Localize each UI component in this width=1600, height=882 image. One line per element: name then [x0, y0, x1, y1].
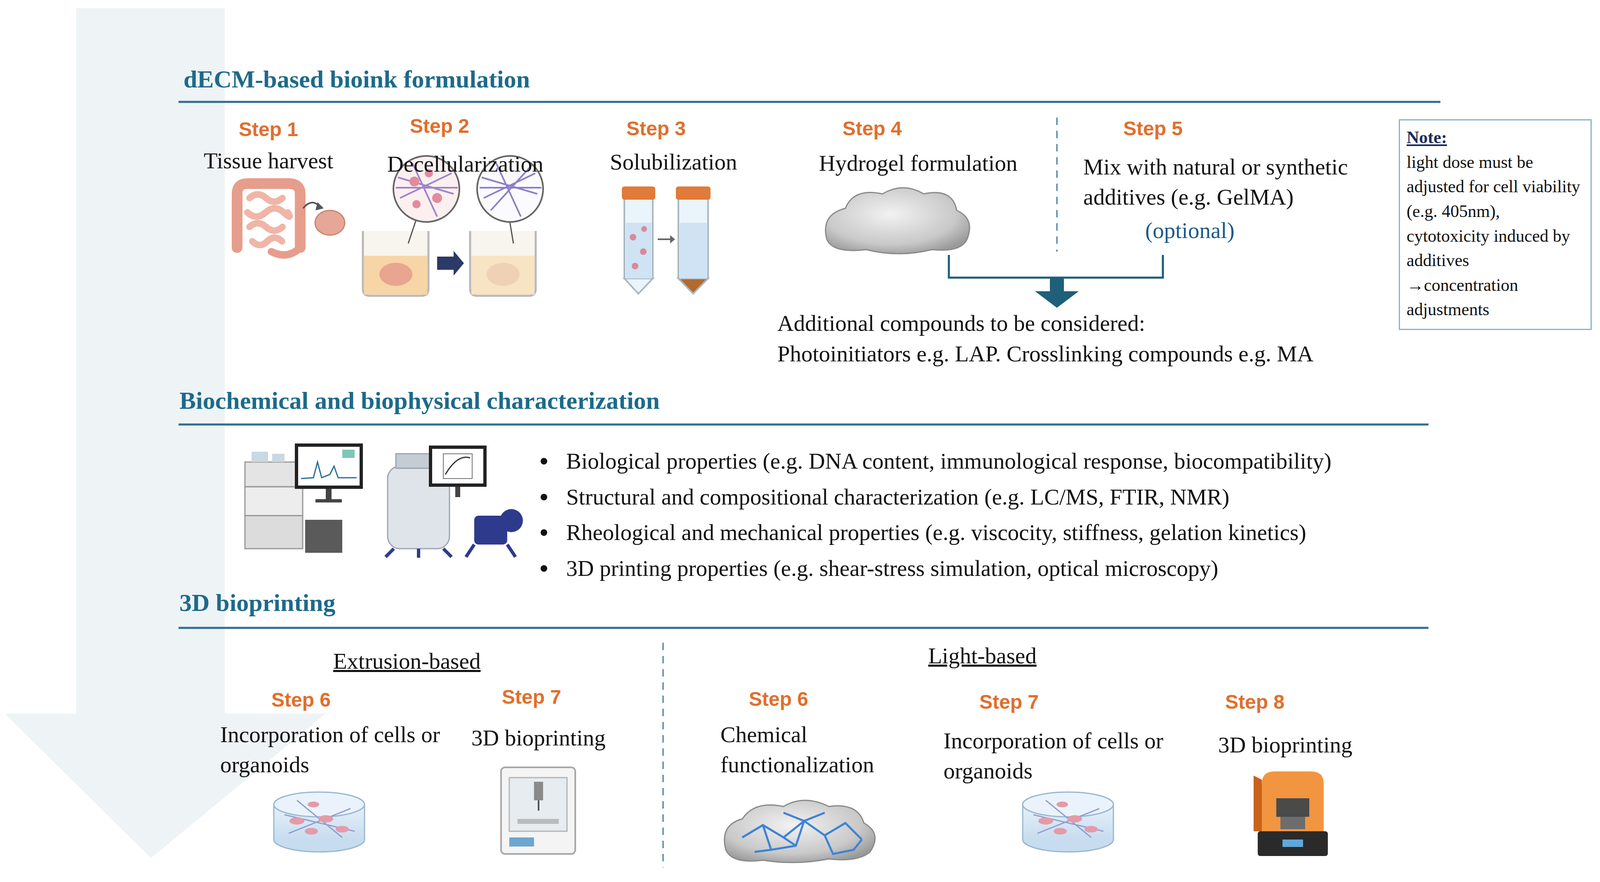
compounds-text: Additional compounds to be considered:	[777, 308, 1146, 339]
step-number: Step 2	[409, 112, 470, 140]
method-heading: Light-based	[928, 640, 1037, 671]
section-heading: 3D bioprinting	[179, 586, 336, 620]
step-number: Step 4	[842, 115, 902, 142]
bullet-text: Structural and compositional characteriz…	[566, 481, 1230, 512]
step-label: Chemical functionalization	[720, 719, 911, 780]
step-label: Solubilization	[609, 146, 738, 177]
step-label: Tissue harvest	[203, 145, 334, 176]
section-heading: Biochemical and biophysical characteriza…	[179, 384, 660, 418]
bullet-dots	[540, 457, 548, 572]
intestine-icon	[237, 183, 345, 255]
step-number: Step 5	[1123, 115, 1183, 142]
note-box: Note:light dose must be adjusted for cel…	[1398, 119, 1592, 330]
note-text: light dose must be adjusted for cell via…	[1406, 150, 1584, 323]
decellularization-icon	[362, 155, 544, 296]
bullet-text: 3D printing properties (e.g. shear-stres…	[566, 552, 1219, 584]
solubilization-icon	[621, 186, 711, 294]
step-label: Incorporation of cells or organoids	[943, 725, 1187, 786]
cell-dish-icon	[1022, 791, 1114, 852]
step-number: Step 1	[238, 116, 299, 143]
step-label: Hydrogel formulation	[818, 148, 1018, 179]
section-heading: dECM-based bioink formulation	[183, 63, 530, 97]
step-number: Step 6	[748, 685, 809, 713]
lab-instruments-icon	[244, 443, 523, 558]
step-number: Step 6	[271, 686, 331, 713]
step-number: Step 7	[979, 688, 1039, 716]
step-label: Mix with natural or synthetic additives …	[1083, 151, 1397, 212]
bullet-text: Rheological and mechanical properties (e…	[566, 517, 1307, 548]
crosslinked-hydrogel-icon	[724, 800, 876, 863]
compounds-text: Photoinitiators e.g. LAP. Crosslinking c…	[777, 338, 1314, 369]
note-heading: Note:	[1406, 125, 1584, 151]
step-number: Step 3	[626, 115, 686, 142]
bullet-text: Biological properties (e.g. DNA content,…	[566, 445, 1332, 476]
extrusion-printer-icon	[501, 767, 576, 854]
step-label: 3D bioprinting	[1218, 729, 1353, 760]
step-label: Decellularization	[387, 148, 544, 179]
step-number: Step 7	[501, 683, 562, 711]
method-heading: Extrusion-based	[333, 645, 481, 676]
step-label: Incorporation of cells or organoids	[220, 719, 464, 780]
cell-dish-icon	[273, 791, 365, 852]
optional-note: (optional)	[1145, 215, 1235, 246]
step-number: Step 8	[1225, 688, 1285, 716]
step-label: 3D bioprinting	[471, 722, 606, 753]
merge-bracket	[948, 254, 1163, 308]
hydrogel-icon	[825, 187, 970, 254]
light-printer-icon	[1253, 771, 1328, 856]
section-rules	[178, 101, 1441, 628]
